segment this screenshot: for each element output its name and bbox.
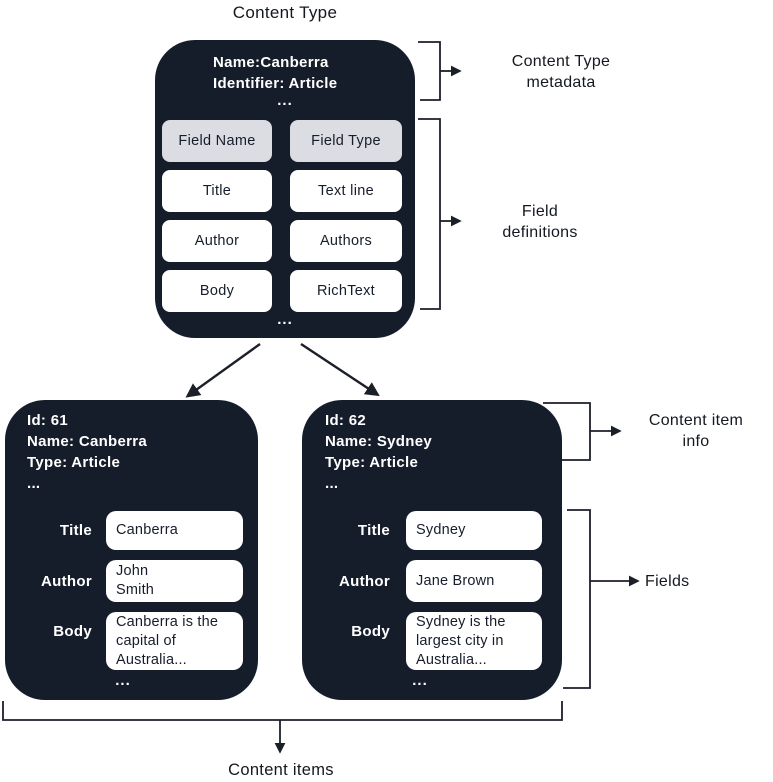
content-type-metadata-text: Name:Canberra Identifier: Article xyxy=(213,54,338,92)
field-label-title: Title xyxy=(357,522,390,539)
field-label-author: Author xyxy=(41,572,92,590)
field-label-title: Title xyxy=(59,522,92,539)
field-name-header-cell: Field Name xyxy=(162,120,272,162)
content-item-fields-ellipsis: ... xyxy=(115,672,131,689)
field-value-author: Jane Brown xyxy=(406,560,542,602)
field-type-header-cell: Field Type xyxy=(290,120,402,162)
content-type-fields-ellipsis: ... xyxy=(277,311,293,328)
field-value-title: Canberra xyxy=(106,511,243,550)
content-item-fields-ellipsis: ... xyxy=(412,672,428,689)
content-type-box: Name:Canberra Identifier: Article ... Fi… xyxy=(155,40,415,338)
field-type-cell: Authors xyxy=(290,220,402,262)
content-item-info-label: Content item info xyxy=(648,412,744,450)
field-label-author: Author xyxy=(339,572,390,590)
content-items-bracket xyxy=(2,701,563,721)
fields-label: Fields xyxy=(645,573,690,590)
diagram-title: Content Type xyxy=(232,3,338,22)
field-value-body: Canberra is the capital of Australia... xyxy=(106,612,243,670)
content-item-info-text: Id: 62 Name: Sydney Type: Article ... xyxy=(325,412,432,492)
field-name-cell: Body xyxy=(162,270,272,312)
content-type-metadata-label: Content Type metadata xyxy=(511,53,611,91)
field-name-cell: Title xyxy=(162,170,272,212)
content-items-label: Content items xyxy=(228,761,334,779)
field-label-body: Body xyxy=(351,623,390,640)
content-type-metadata-ellipsis: ... xyxy=(277,92,293,109)
fields-bracket xyxy=(563,509,591,689)
field-type-cell: RichText xyxy=(290,270,402,312)
field-value-body: Sydney is the largest city in Australia.… xyxy=(406,612,542,670)
content-type-metadata-bracket xyxy=(418,41,441,101)
content-item-box-canberra: Id: 61 Name: Canberra Type: Article ... … xyxy=(5,400,258,700)
field-definitions-label: Field definitions xyxy=(502,203,578,241)
field-definitions-bracket xyxy=(418,118,441,310)
content-item-box-sydney: Id: 62 Name: Sydney Type: Article ... Ti… xyxy=(302,400,562,700)
field-type-cell: Text line xyxy=(290,170,402,212)
arrow-to-item-2 xyxy=(300,342,380,397)
field-value-author: John Smith xyxy=(106,560,243,602)
field-value-title: Sydney xyxy=(406,511,542,550)
arrow-to-item-1 xyxy=(185,343,261,398)
content-item-info-text: Id: 61 Name: Canberra Type: Article ... xyxy=(27,412,148,492)
field-label-body: Body xyxy=(53,623,92,640)
field-name-cell: Author xyxy=(162,220,272,262)
